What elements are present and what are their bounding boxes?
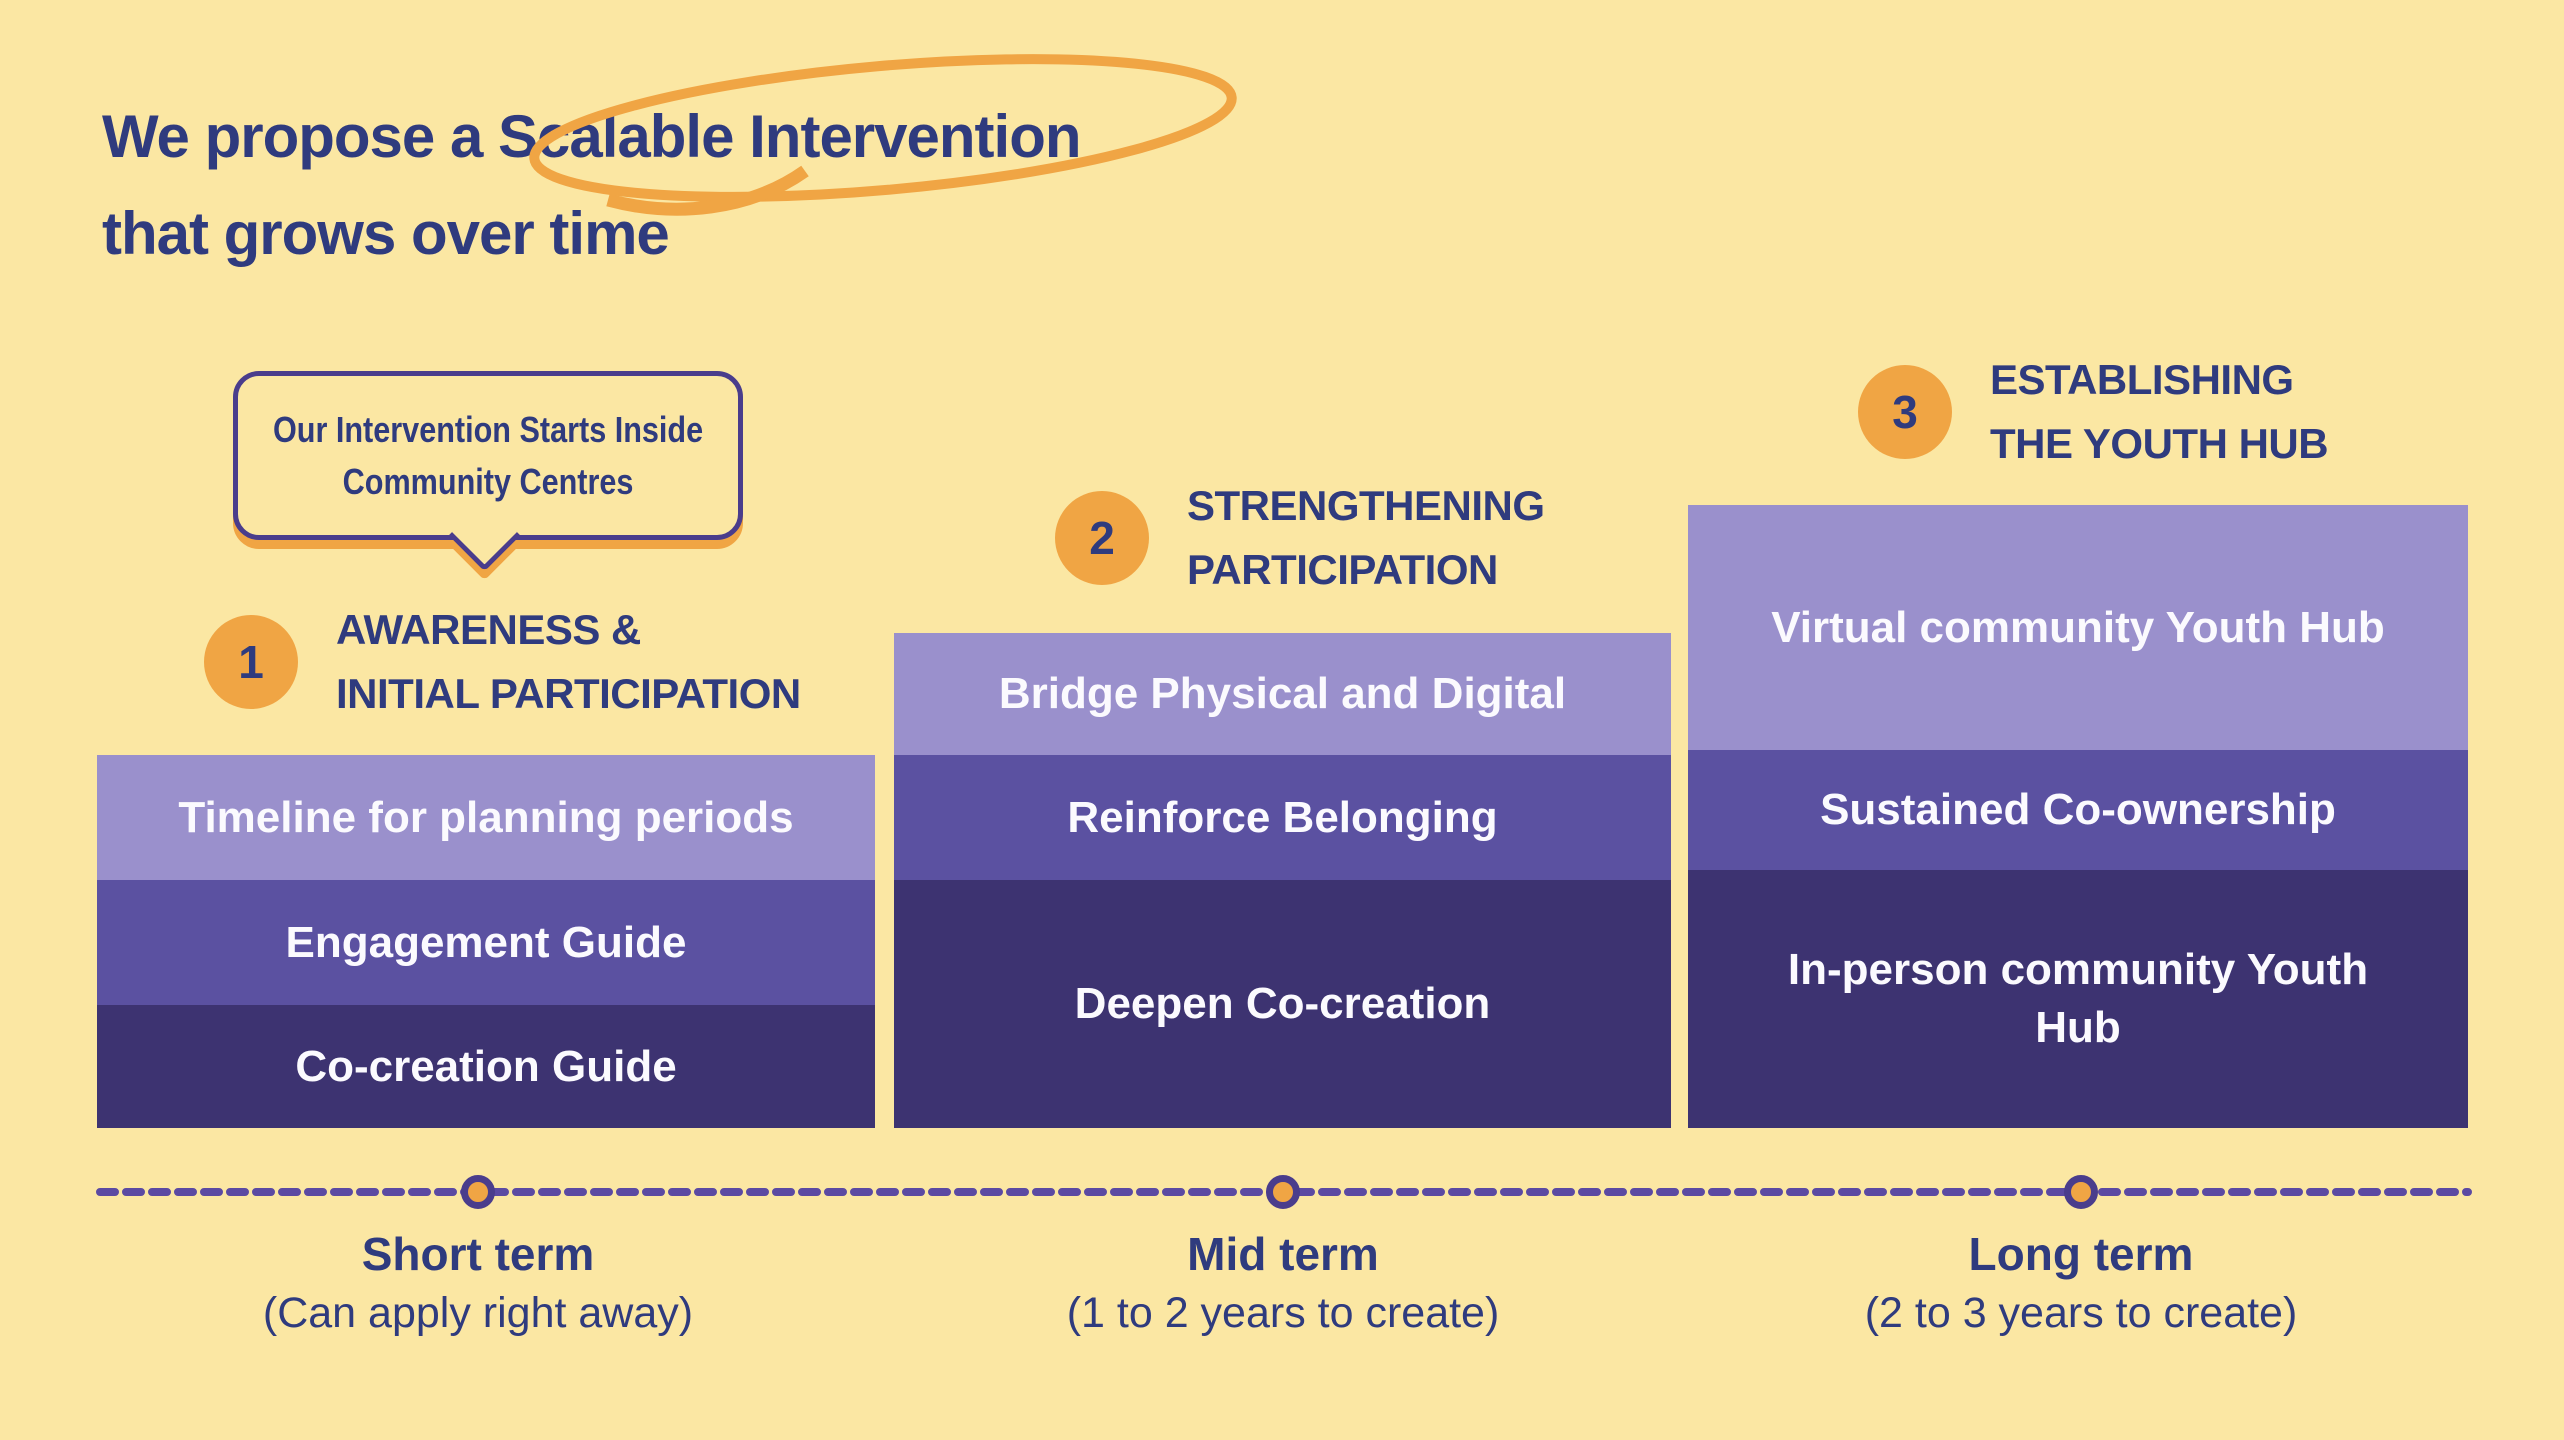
bar-segment-label: Engagement Guide — [285, 917, 687, 967]
timeline-dot-short-term — [461, 1175, 495, 1209]
phase-2-stack: Bridge Physical and Digital Reinforce Be… — [894, 633, 1671, 1128]
title-line-1: We propose a Scalable Intervention — [102, 103, 1081, 170]
bar-segment: Bridge Physical and Digital — [894, 633, 1671, 755]
bar-segment: Virtual community Youth Hub — [1688, 505, 2468, 750]
bar-segment: Co-creation Guide — [97, 1005, 875, 1128]
phase-1-stack: Timeline for planning periods Engagement… — [97, 755, 875, 1128]
term-mid-label: Mid term — [1187, 1228, 1379, 1280]
phase-1-header: 1 AWARENESS & INITIAL PARTICIPATION — [204, 598, 801, 726]
bar-segment: Engagement Guide — [97, 880, 875, 1005]
bar-segment-label: Sustained Co-ownership — [1820, 785, 2336, 834]
phase-3-header: 3 ESTABLISHING THE YOUTH HUB — [1858, 348, 2329, 476]
phase-2-heading-line-1: STRENGTHENING — [1187, 482, 1545, 529]
phase-1-heading-line-2: INITIAL PARTICIPATION — [336, 670, 801, 717]
callout-text: Our Intervention Starts Inside Community… — [273, 404, 703, 508]
timeline-dot-long-term — [2064, 1175, 2098, 1209]
timeline-dot-mid-term — [1266, 1175, 1300, 1209]
phase-2-heading-line-2: PARTICIPATION — [1187, 546, 1498, 593]
bar-segment: Deepen Co-creation — [894, 880, 1671, 1128]
bar-segment-label: Timeline for planning periods — [178, 792, 794, 842]
page-title: We propose a Scalable Intervention that … — [102, 88, 1081, 282]
term-short: Short term (Can apply right away) — [263, 1224, 693, 1342]
phase-1-badge: 1 — [204, 615, 298, 709]
term-long-note: (2 to 3 years to create) — [1864, 1289, 2298, 1337]
bar-segment-label: Virtual community Youth Hub — [1771, 602, 2385, 652]
callout-line-1: Our Intervention Starts Inside — [272, 408, 704, 450]
bar-segment: Timeline for planning periods — [97, 755, 875, 880]
term-long-label: Long term — [1968, 1228, 2194, 1280]
phase-3-heading-line-2: THE YOUTH HUB — [1990, 420, 2329, 467]
callout-bubble: Our Intervention Starts Inside Community… — [233, 371, 743, 572]
callout-line-2: Community Centres — [342, 460, 634, 502]
bar-segment: Sustained Co-ownership — [1688, 750, 2468, 870]
phase-2-badge: 2 — [1055, 491, 1149, 585]
term-mid-note: (1 to 2 years to create) — [1066, 1289, 1500, 1337]
bar-segment-label: In-person community Youth Hub — [1787, 945, 2369, 1052]
timeline — [96, 1175, 2472, 1209]
bar-segment: In-person community Youth Hub — [1688, 870, 2468, 1128]
phase-1-heading: AWARENESS & INITIAL PARTICIPATION — [336, 598, 801, 726]
phase-1-heading-line-1: AWARENESS & — [336, 606, 641, 653]
phase-2-header: 2 STRENGTHENING PARTICIPATION — [1055, 474, 1545, 602]
phase-3-badge: 3 — [1858, 365, 1952, 459]
title-line-2: that grows over time — [102, 200, 670, 267]
bar-segment: Reinforce Belonging — [894, 755, 1671, 880]
term-short-note: (Can apply right away) — [262, 1289, 694, 1337]
term-long: Long term (2 to 3 years to create) — [1865, 1224, 2298, 1342]
term-short-label: Short term — [361, 1228, 595, 1280]
bar-segment-label: Bridge Physical and Digital — [998, 669, 1567, 718]
bar-segment-label: Co-creation Guide — [295, 1041, 677, 1091]
phase-3-heading-line-1: ESTABLISHING — [1990, 356, 2294, 403]
bar-segment-label: Reinforce Belonging — [1067, 792, 1498, 842]
term-mid: Mid term (1 to 2 years to create) — [1067, 1224, 1500, 1342]
bar-segment-label: Deepen Co-creation — [1074, 979, 1491, 1028]
phase-2-heading: STRENGTHENING PARTICIPATION — [1187, 474, 1545, 602]
phase-3-stack: Virtual community Youth Hub Sustained Co… — [1688, 505, 2468, 1128]
phase-3-heading: ESTABLISHING THE YOUTH HUB — [1990, 348, 2329, 476]
callout-tail — [448, 499, 521, 572]
